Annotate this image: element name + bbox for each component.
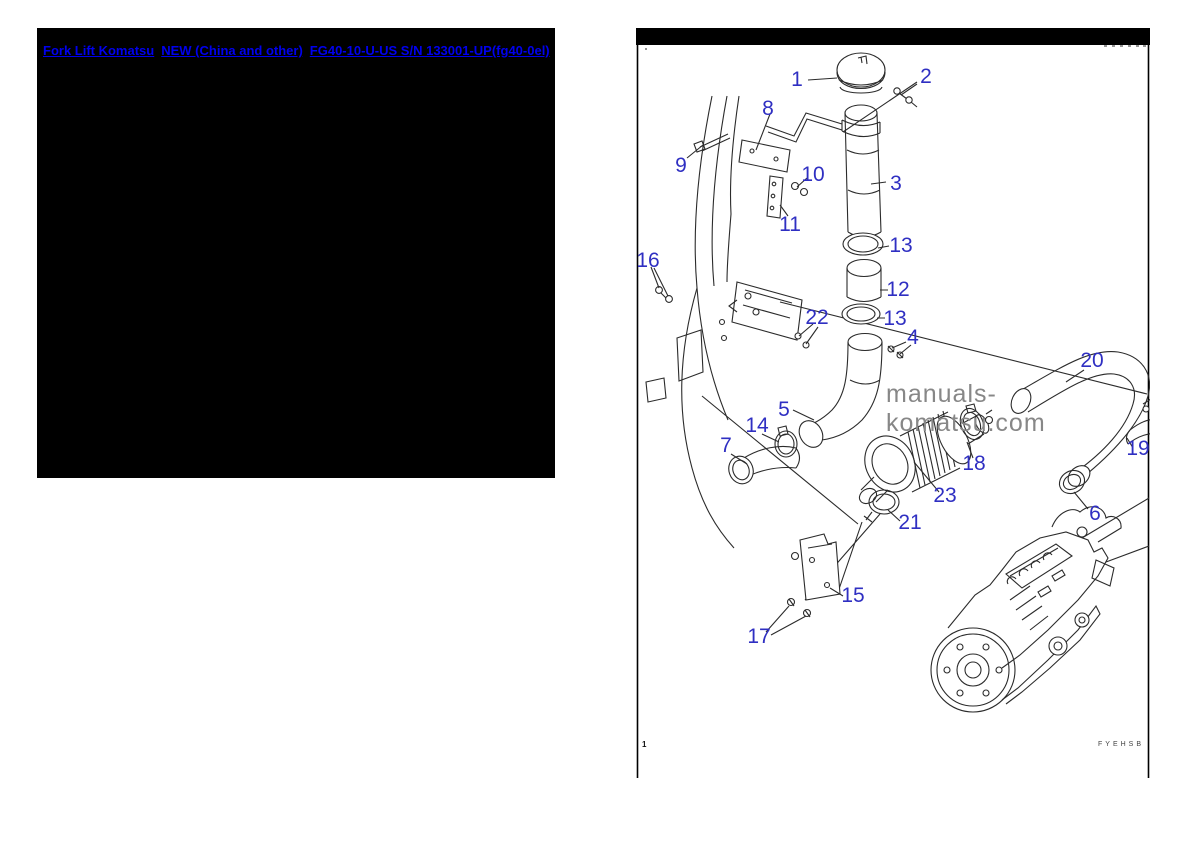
callout-label-5: 5 [778,398,790,421]
callout-label-1: 1 [791,68,803,91]
elbow-hose-illustration [728,425,801,485]
diagram-frame [636,28,1150,778]
breadcrumb: Fork Lift Komatsu NEW (China and other) FG… [37,28,555,60]
fastener-illustrations [655,87,918,359]
breadcrumb-link-model[interactable]: FG40-10-U-US S/N 133001-UP(fg40-0el) [309,43,550,58]
breadcrumb-link-catalog[interactable]: Fork Lift Komatsu [43,43,155,58]
callout-label-13: 13 [889,234,912,257]
callout-label-4: 4 [907,326,919,349]
left-black-panel: Fork Lift Komatsu NEW (China and other) FG… [37,28,555,478]
drawing-code-marks: FYEHSB [1098,741,1145,748]
callout-label-13: 13 [883,307,906,330]
callout-label-7: 7 [720,434,732,457]
callout-label-17: 17 [747,625,770,648]
breadcrumb-link-region[interactable]: NEW (China and other) [161,43,303,58]
sheet-number: 1 [642,740,647,749]
callout-label-3: 3 [890,172,902,195]
callout-label-15: 15 [841,584,864,607]
callout-label-6: 6 [1089,502,1101,525]
callout-label-22: 22 [805,306,828,329]
callout-label-20: 20 [1080,349,1103,372]
callout-label-2: 2 [920,65,932,88]
callout-label-23: 23 [933,484,956,507]
callout-label-8: 8 [762,97,774,120]
outlet-hose-illustration [1010,350,1150,495]
callout-label-14: 14 [745,414,769,437]
intake-pipe-illustration [693,52,886,448]
bracket-illustration [786,533,841,618]
callout-label-18: 18 [962,452,985,475]
air-cleaner-illustration [858,403,994,523]
callout-label-19: 19 [1126,437,1149,460]
callout-label-12: 12 [886,278,909,301]
callout-label-10: 10 [801,163,824,186]
callout-label-9: 9 [675,154,687,177]
callout-label-21: 21 [898,511,921,534]
callout-label-16: 16 [636,249,659,272]
engine-illustration [930,497,1150,713]
callout-label-11: 11 [779,213,801,236]
leader-lines [650,77,1134,636]
